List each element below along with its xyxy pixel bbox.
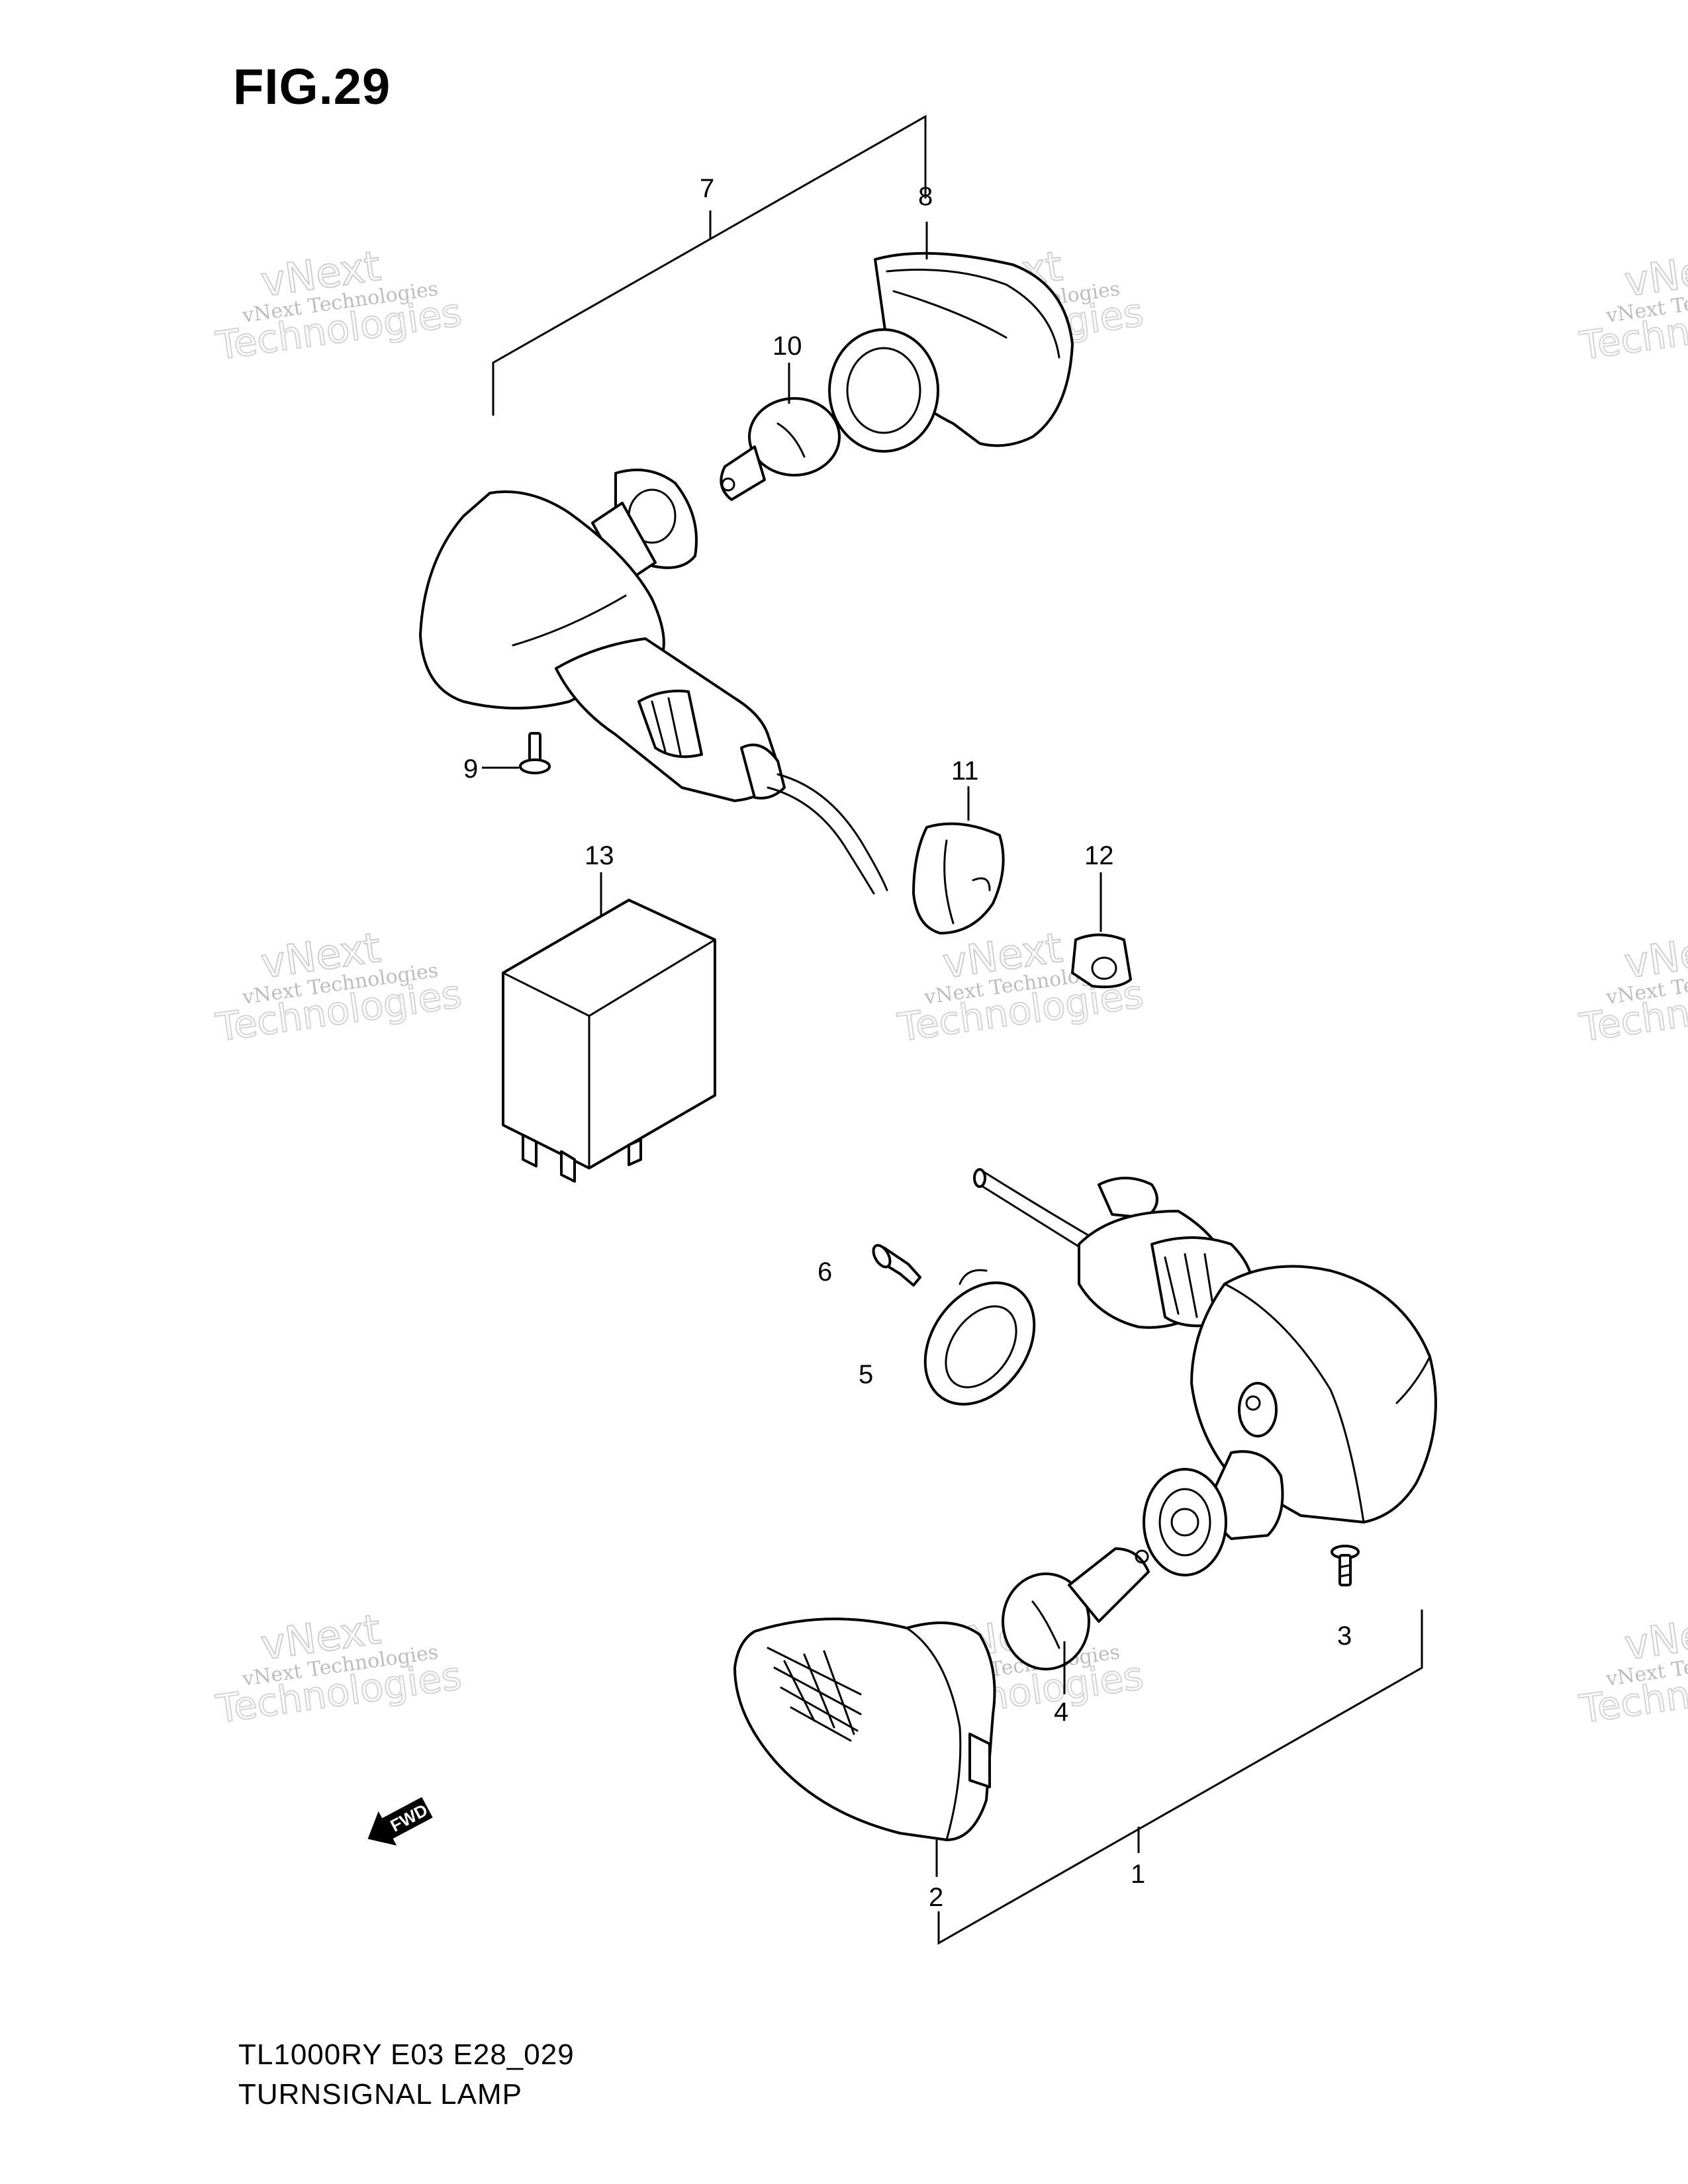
callout-3: 3: [1337, 1621, 1352, 1651]
gasket-part-5[interactable]: [903, 1262, 1057, 1425]
screw-part-9[interactable]: [482, 732, 551, 774]
callout-6: 6: [818, 1257, 832, 1287]
bracket-1: [937, 1610, 1423, 1945]
forward-arrow-icon: FWD: [367, 1797, 433, 1846]
model-code: TL1000RY E03 E28_029: [238, 2038, 575, 2071]
watermark-group: vNext Technologies vNext Technologies vN…: [212, 241, 1688, 1733]
callout-9: 9: [463, 754, 478, 784]
lens-upper-part-8[interactable]: [828, 222, 1074, 453]
grommet-part-11[interactable]: [912, 786, 1005, 934]
screw-part-3[interactable]: [1331, 1545, 1360, 1586]
bulb-lower-part-4[interactable]: [1002, 1547, 1150, 1694]
watermark: vNext Technologies vNext Technologies: [1576, 241, 1688, 369]
callout-7: 7: [700, 174, 714, 203]
callout-5: 5: [859, 1360, 873, 1389]
relay-part-13[interactable]: [502, 872, 716, 1183]
callout-10: 10: [773, 332, 802, 361]
callout-4: 4: [1054, 1698, 1068, 1727]
callout-8: 8: [918, 182, 933, 211]
bulb-upper-part-10[interactable]: [720, 363, 841, 501]
callout-12: 12: [1084, 841, 1114, 870]
watermark: vNext Technologies vNext Technologies: [212, 241, 465, 369]
assembly-name: TURNSIGNAL LAMP: [238, 2078, 523, 2111]
watermark: vNext Technologies vNext Technologies: [1576, 923, 1688, 1051]
figure-title: FIG.29: [233, 59, 391, 115]
nut-part-12[interactable]: [1071, 872, 1132, 989]
bracket-7: [492, 114, 927, 416]
turn-signal-lower-assembly-part-1[interactable]: [973, 1168, 1437, 1576]
turn-signal-upper-assembly-part-7[interactable]: [419, 469, 888, 895]
screw-part-6[interactable]: [870, 1242, 921, 1287]
callout-13: 13: [585, 841, 614, 870]
callout-1: 1: [1131, 1860, 1145, 1889]
watermark: vNext Technologies vNext Technologies: [1576, 1604, 1688, 1733]
lens-lower-part-2[interactable]: [733, 1617, 996, 1877]
watermark: vNext Technologies vNext Technologies: [212, 923, 465, 1051]
callout-11: 11: [951, 756, 979, 786]
watermark: vNext Technologies vNext Technologies: [212, 1604, 465, 1733]
callout-2: 2: [929, 1883, 943, 1912]
